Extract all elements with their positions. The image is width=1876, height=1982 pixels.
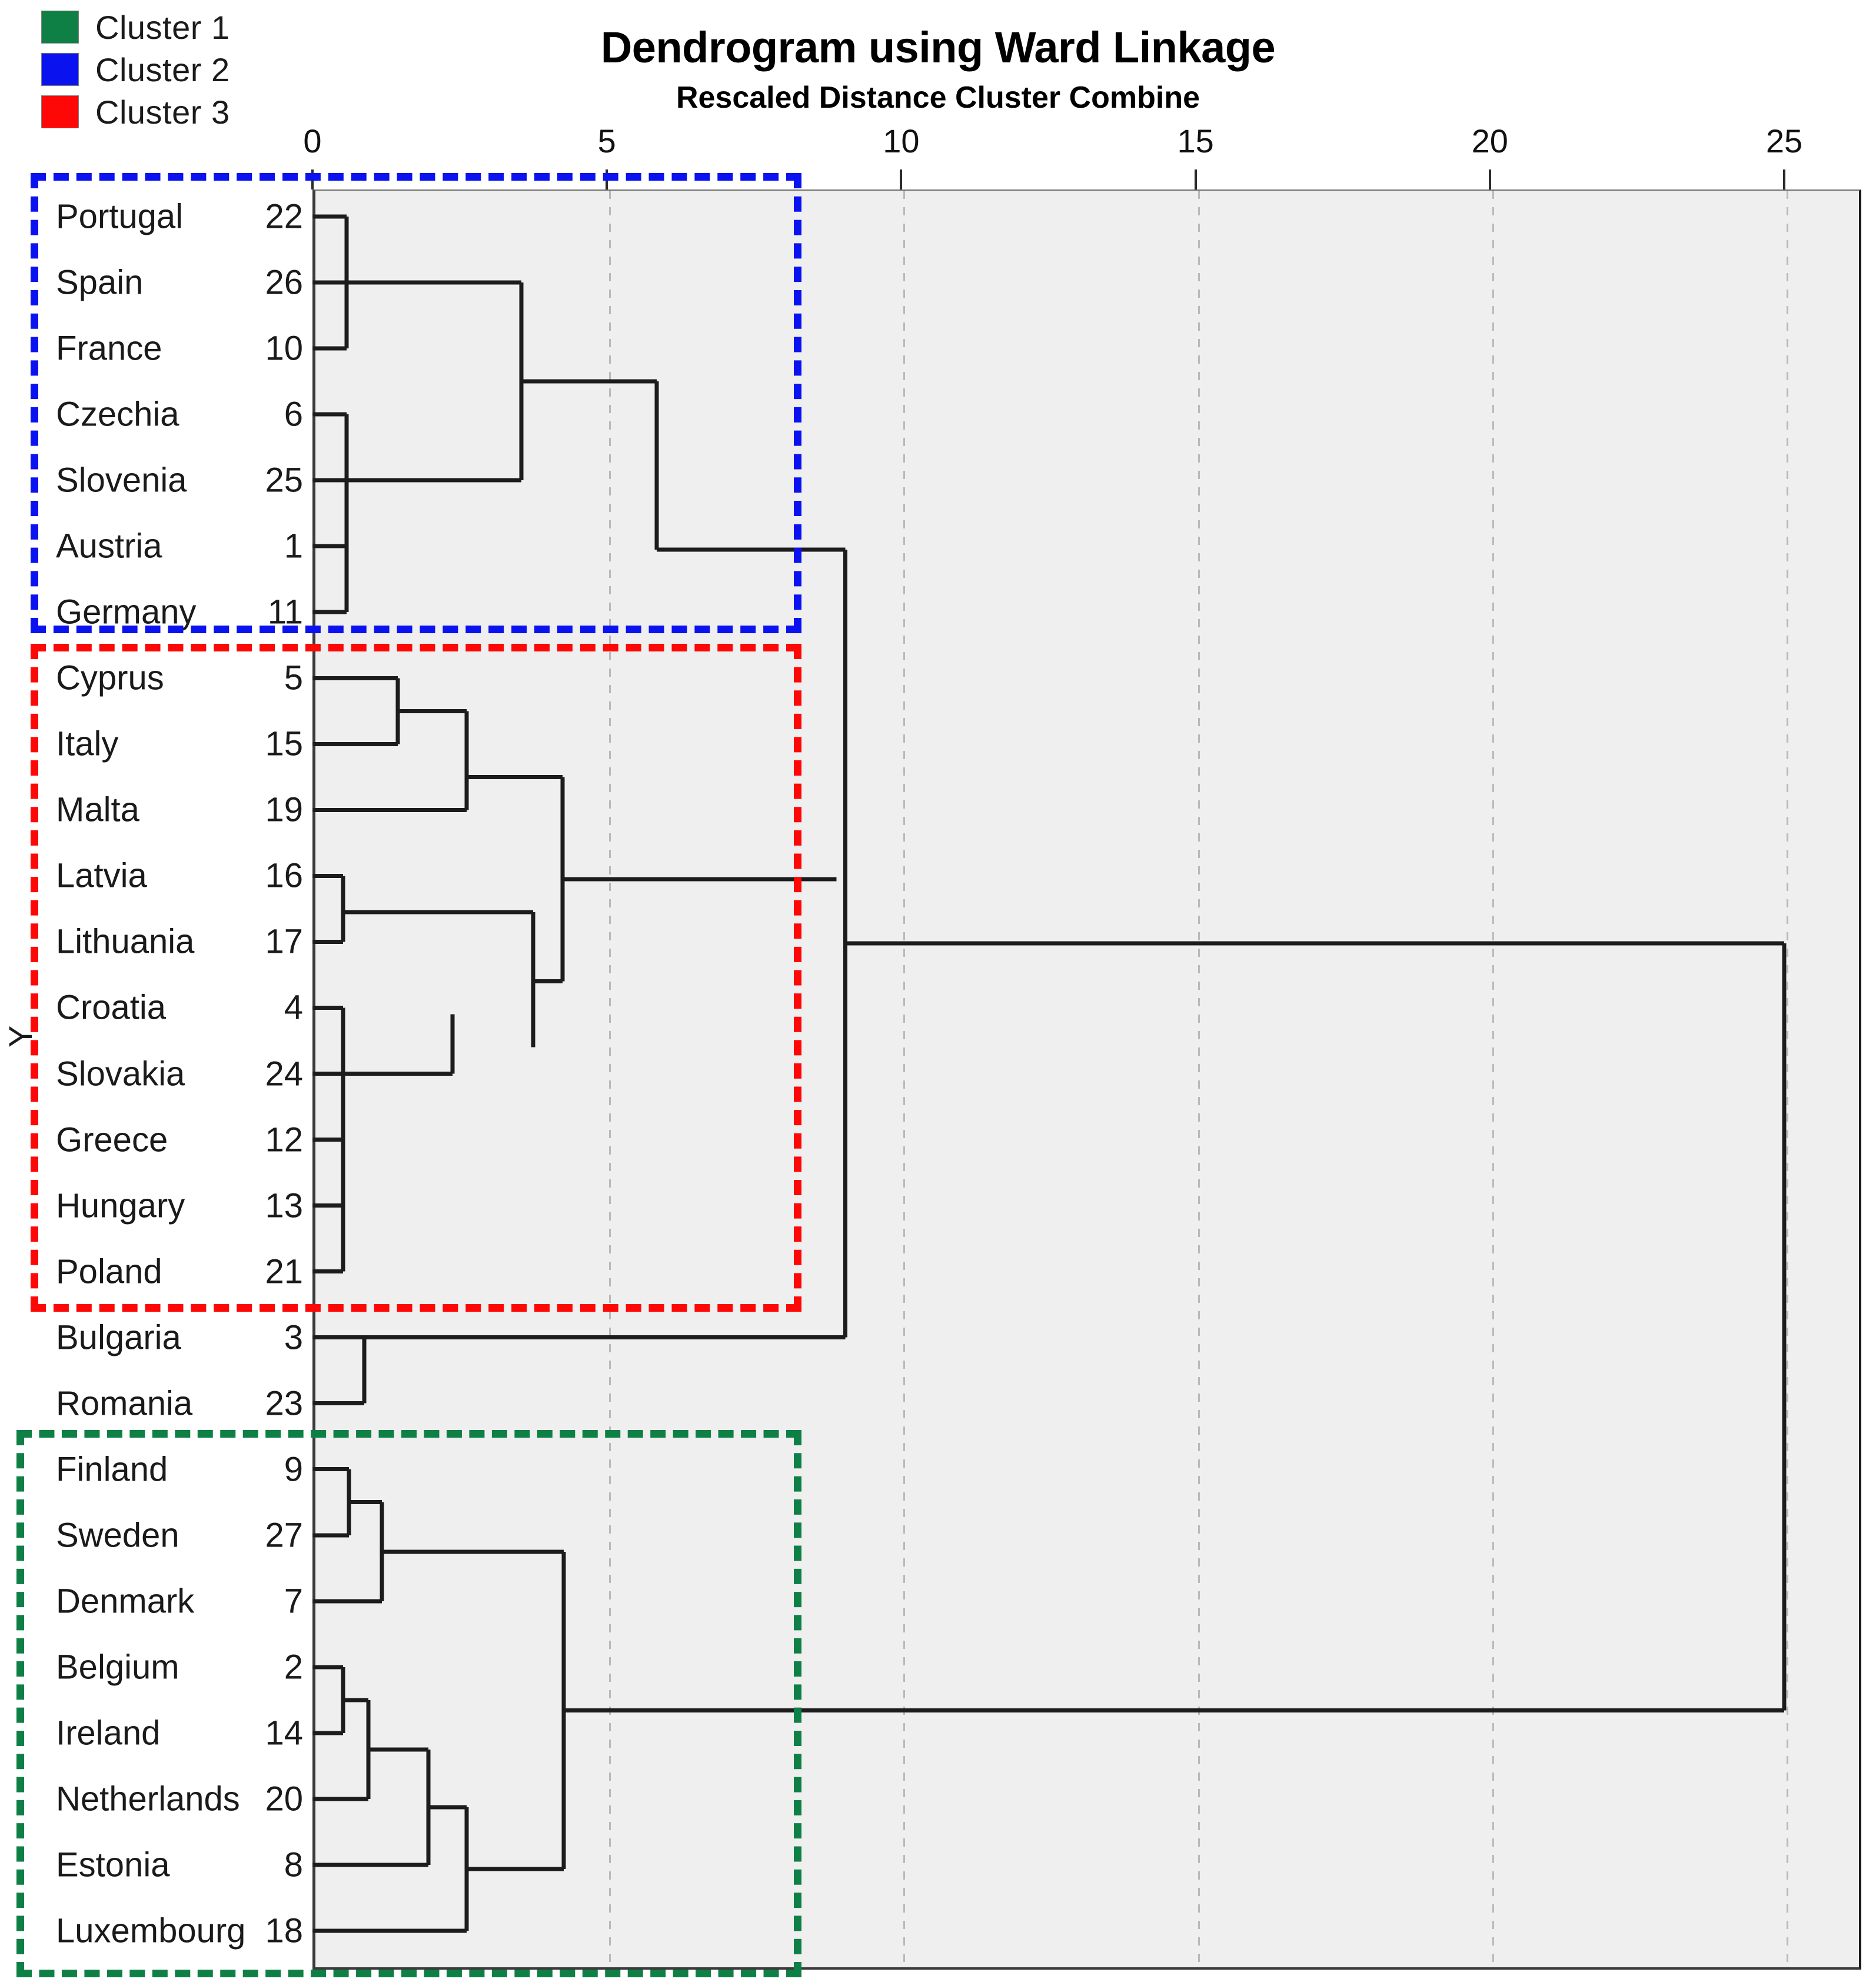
leaf-label-finland: Finland (56, 1450, 168, 1489)
gridline-15 (1198, 191, 1200, 1967)
gridline-10 (903, 191, 906, 1967)
leaf-label-slovakia: Slovakia (56, 1055, 185, 1093)
leaf-label-lithuania: Lithuania (56, 922, 195, 961)
leaf-label-romania: Romania (56, 1384, 193, 1423)
gridline-25 (1787, 191, 1788, 1967)
legend-label-cluster-3: Cluster 3 (95, 93, 230, 131)
leaf-id-malta: 19 (265, 790, 303, 829)
x-tick-label-10: 10 (883, 122, 920, 159)
leaf-id-austria: 1 (284, 527, 303, 566)
leaf-id-spain: 26 (265, 263, 303, 302)
leaf-id-sweden: 27 (265, 1516, 303, 1555)
leaf-id-slovenia: 25 (265, 461, 303, 500)
leaf-id-romania: 23 (265, 1384, 303, 1423)
leaf-id-italy: 15 (265, 724, 303, 763)
x-tick-mark-15 (1194, 169, 1197, 189)
leaf-label-belgium: Belgium (56, 1648, 179, 1687)
leaf-id-czechia: 6 (284, 395, 303, 434)
leaf-label-spain: Spain (56, 263, 144, 302)
leaf-label-ireland: Ireland (56, 1714, 161, 1752)
leaf-id-greece: 12 (265, 1120, 303, 1159)
x-tick-label-20: 20 (1471, 122, 1508, 159)
leaf-id-estonia: 8 (284, 1845, 303, 1884)
leaf-id-slovakia: 24 (265, 1055, 303, 1093)
legend-swatch-cluster-2 (41, 53, 79, 86)
leaf-label-latvia: Latvia (56, 856, 147, 895)
legend-swatch-cluster-3 (41, 95, 79, 128)
leaf-id-denmark: 7 (284, 1582, 303, 1621)
leaf-label-hungary: Hungary (56, 1186, 185, 1225)
leaf-label-bulgaria: Bulgaria (56, 1318, 181, 1357)
leaf-id-finland: 9 (284, 1450, 303, 1489)
gridline-20 (1492, 191, 1494, 1967)
leaf-label-estonia: Estonia (56, 1845, 170, 1884)
x-tick-label-0: 0 (303, 122, 322, 159)
leaf-label-netherlands: Netherlands (56, 1780, 240, 1818)
leaf-label-germany: Germany (56, 593, 197, 631)
cluster-legend: Cluster 1 Cluster 2 Cluster 3 (41, 6, 230, 133)
leaf-id-france: 10 (265, 329, 303, 368)
leaf-label-austria: Austria (56, 527, 162, 566)
leaf-id-poland: 21 (265, 1252, 303, 1291)
leaf-label-greece: Greece (56, 1120, 168, 1159)
x-tick-mark-20 (1488, 169, 1491, 189)
cluster-box-cluster-1 (16, 1430, 801, 1977)
x-tick-label-25: 25 (1765, 122, 1803, 159)
leaf-id-bulgaria: 3 (284, 1318, 303, 1357)
leaf-label-sweden: Sweden (56, 1516, 179, 1555)
x-tick-mark-25 (1783, 169, 1785, 189)
leaf-label-denmark: Denmark (56, 1582, 195, 1621)
legend-item-cluster-1: Cluster 1 (41, 6, 230, 48)
x-tick-label-15: 15 (1177, 122, 1214, 159)
leaf-id-portugal: 22 (265, 197, 303, 236)
gridline-5 (609, 191, 611, 1967)
leaf-label-czechia: Czechia (56, 395, 179, 434)
leaf-id-germany: 11 (267, 593, 303, 631)
legend-label-cluster-1: Cluster 1 (95, 8, 230, 46)
chart-title: Dendrogram using Ward Linkage (600, 23, 1276, 72)
leaf-label-france: France (56, 329, 162, 368)
leaf-label-poland: Poland (56, 1252, 162, 1291)
leaf-label-malta: Malta (56, 790, 139, 829)
plot-area (312, 189, 1861, 1970)
leaf-id-ireland: 14 (265, 1714, 303, 1752)
leaf-label-cyprus: Cyprus (56, 659, 164, 697)
leaf-id-latvia: 16 (265, 856, 303, 895)
x-tick-label-5: 5 (597, 122, 616, 159)
cluster-box-cluster-2 (31, 173, 801, 633)
leaf-id-cyprus: 5 (284, 659, 303, 697)
leaf-id-croatia: 4 (284, 988, 303, 1027)
x-tick-mark-10 (900, 169, 903, 189)
leaf-label-portugal: Portugal (56, 197, 184, 236)
leaf-label-italy: Italy (56, 724, 119, 763)
leaf-id-netherlands: 20 (265, 1780, 303, 1818)
leaf-id-hungary: 13 (265, 1186, 303, 1225)
leaf-label-luxembourg: Luxembourg (56, 1911, 246, 1950)
legend-label-cluster-2: Cluster 2 (95, 51, 230, 88)
leaf-id-belgium: 2 (284, 1648, 303, 1687)
leaf-id-luxembourg: 18 (265, 1911, 303, 1950)
chart-subtitle: Rescaled Distance Cluster Combine (676, 81, 1200, 115)
cluster-box-cluster-3 (31, 644, 801, 1312)
leaf-label-croatia: Croatia (56, 988, 166, 1027)
leaf-id-lithuania: 17 (265, 922, 303, 961)
leaf-label-slovenia: Slovenia (56, 461, 187, 500)
legend-item-cluster-2: Cluster 2 (41, 48, 230, 91)
legend-swatch-cluster-1 (41, 11, 79, 44)
legend-item-cluster-3: Cluster 3 (41, 91, 230, 133)
